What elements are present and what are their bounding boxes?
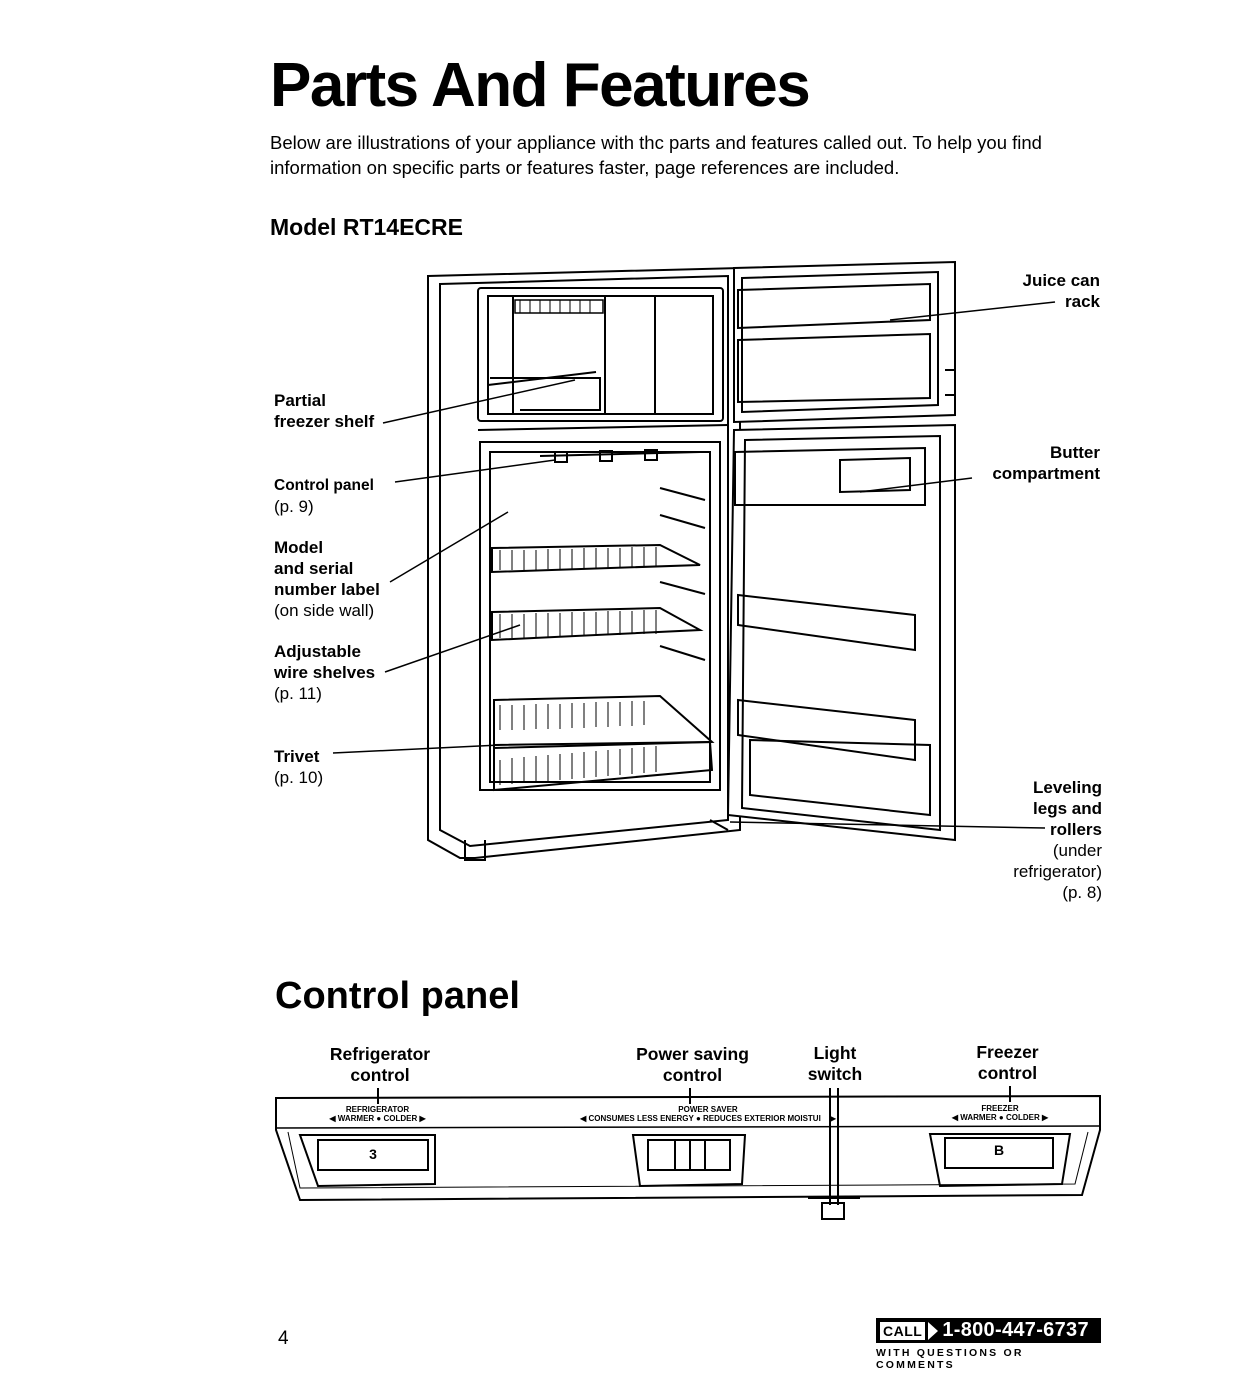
intro-paragraph: Below are illustrations of your applianc… — [270, 132, 1042, 178]
label-trivet-ref: (p. 10) — [274, 768, 324, 787]
page-title: Parts And Features — [270, 51, 811, 120]
label-leveling-legs: Leveling legs and rollers — [1033, 778, 1102, 839]
model-heading: Model RT14ECRE — [270, 214, 463, 240]
panel-refrigerator-legend: REFRIGERATOR ◀ WARMER ● COLDER ▶ — [310, 1105, 445, 1123]
label-power-saving-control: Power saving control — [636, 1044, 749, 1085]
panel-power-saver-arrow: ▶ — [829, 1114, 836, 1123]
call-badge: CALL — [878, 1319, 928, 1342]
power-saver-switch[interactable] — [648, 1140, 730, 1170]
label-model-serial: Model and serial number label — [274, 538, 380, 599]
label-control-panel: Control panel — [274, 477, 374, 494]
label-model-serial-group: Model and serial number label (on side w… — [274, 537, 414, 621]
light-switch-plunger[interactable] — [822, 1088, 844, 1219]
label-model-serial-note: (on side wall) — [274, 601, 375, 620]
label-freezer-control: Freezer control — [976, 1042, 1039, 1083]
phone-number: 1-800-447-6737 — [942, 1319, 1089, 1341]
freezer-dial-value[interactable]: B — [993, 1142, 1005, 1158]
label-trivet-group: Trivet (p. 10) — [274, 746, 374, 788]
panel-power-saver-label: POWER SAVER — [678, 1105, 738, 1114]
label-juice-can-rack: Juice can rack — [1022, 271, 1101, 311]
label-adjustable-shelves-group: Adjustable wire shelves (p. 11) — [274, 641, 414, 704]
label-control-panel-ref: (p. 9) — [274, 497, 314, 516]
label-adjustable-shelves: Adjustable wire shelves — [274, 642, 376, 682]
label-leveling-note: (under refrigerator) — [1013, 841, 1102, 881]
label-leveling-group: Leveling legs and rollers (under refrige… — [990, 777, 1102, 903]
panel-power-saver-scale: ◀ CONSUMES LESS ENERGY ● REDUCES EXTERIO… — [580, 1114, 821, 1123]
label-adjustable-shelves-ref: (p. 11) — [274, 684, 322, 703]
control-panel-title: Control panel — [275, 975, 520, 1017]
panel-freezer-label: FREEZER — [981, 1104, 1019, 1113]
label-butter-compartment: Butter compartment — [992, 443, 1100, 483]
panel-refrigerator-scale: ◀ WARMER ● COLDER ▶ — [329, 1114, 426, 1123]
panel-refrigerator-label: REFRIGERATOR — [345, 1105, 410, 1114]
refrigerator-dial-value[interactable]: 3 — [369, 1146, 377, 1162]
call-arrow-icon — [928, 1321, 939, 1340]
page-number: 4 — [278, 1328, 289, 1349]
label-partial-freezer-shelf: Partial freezer shelf — [274, 391, 375, 431]
call-banner: CALL 1-800-447-6737 — [876, 1318, 1101, 1343]
label-light-switch: Light switch — [807, 1043, 863, 1084]
label-refrigerator-control: Refrigerator control — [329, 1044, 431, 1085]
label-control-panel-group: Control panel (p. 9) — [274, 475, 414, 517]
label-leveling-ref: (p. 8) — [1062, 883, 1102, 902]
call-subtitle: WITH QUESTIONS OR COMMENTS — [876, 1347, 1024, 1371]
panel-freezer-scale: ◀ WARMER ● COLDER ▶ — [951, 1113, 1049, 1122]
label-trivet: Trivet — [274, 747, 320, 766]
panel-freezer-legend: FREEZER ◀ WARMER ● COLDER ▶ — [930, 1104, 1070, 1122]
panel-power-saver-legend: POWER SAVER ◀ CONSUMES LESS ENERGY ● RED… — [558, 1105, 858, 1123]
